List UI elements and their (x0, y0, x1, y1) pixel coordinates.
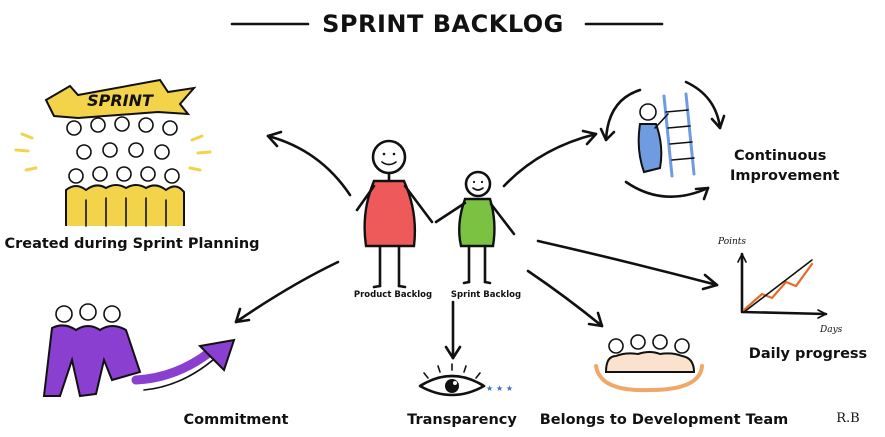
daily-progress-label: Daily progress (749, 346, 867, 362)
arrow-to-planning (266, 130, 352, 197)
commitment-node (42, 303, 236, 398)
improvement-label-line2: Improvement (730, 168, 840, 184)
improvement-label-line1: Continuous (734, 148, 826, 164)
arrow-to-team (526, 269, 604, 328)
burndown-y-axis-label: Points (717, 237, 746, 247)
sprint-backlog-figure (434, 170, 516, 285)
transparency-node: ★ ★ ★ (418, 363, 513, 397)
burndown-line-actual (742, 262, 814, 312)
arrow-to-transparency (444, 300, 462, 360)
arrows (234, 129, 719, 360)
planning-label: Created during Sprint Planning (4, 236, 259, 252)
product-backlog-figure (355, 139, 434, 289)
signature: R.B (836, 411, 859, 426)
svg-text:★ ★ ★: ★ ★ ★ (486, 384, 513, 393)
commitment-label: Commitment (184, 412, 289, 428)
page-title: SPRINT BACKLOG (322, 10, 564, 38)
burndown-x-axis-label: Days (819, 325, 843, 335)
sprint-banner-text: SPRINT (87, 91, 154, 110)
product-backlog-label: Product Backlog (354, 290, 432, 300)
team-node (594, 334, 704, 393)
sprint-backlog-label: Sprint Backlog (451, 290, 521, 300)
arrow-to-commitment (234, 260, 340, 324)
team-label: Belongs to Development Team (540, 412, 789, 428)
burndown-axes (740, 252, 828, 316)
arrow-to-improvement (502, 129, 598, 188)
title-group: SPRINT BACKLOG (230, 10, 664, 38)
transparency-label: Transparency (407, 412, 517, 428)
burndown-line-ideal (743, 259, 813, 313)
daily-progress-node: Points Days (717, 237, 843, 335)
improvement-node (599, 80, 726, 201)
arrow-to-daily-progress (536, 239, 719, 291)
planning-node: SPRINT (14, 78, 212, 227)
eye-icon (418, 374, 486, 397)
